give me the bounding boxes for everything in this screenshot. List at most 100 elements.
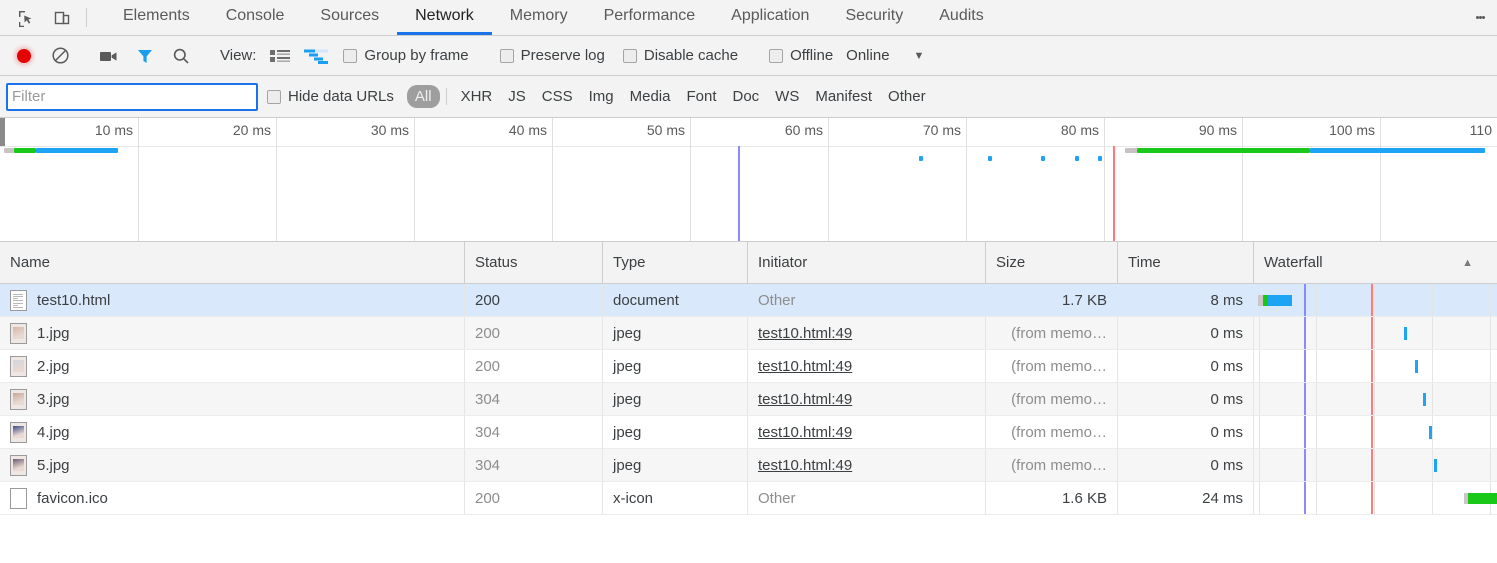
preserve-log-checkbox[interactable]: Preserve log (499, 47, 605, 64)
cell-initiator[interactable]: test10.html:49 (748, 350, 986, 382)
filter-type-doc[interactable]: Doc (732, 88, 760, 105)
overview-gridline (690, 118, 691, 241)
request-name: 4.jpg (37, 423, 70, 441)
cell-size: (from memo… (986, 449, 1118, 481)
overview-tick-label: 20 ms (232, 122, 271, 138)
inspect-cursor-icon[interactable] (8, 0, 44, 35)
disable-cache-box[interactable] (622, 48, 637, 63)
clear-button-icon[interactable] (42, 42, 78, 70)
offline-box[interactable] (769, 48, 784, 63)
column-header-name[interactable]: Name (0, 242, 465, 283)
initiator-link[interactable]: test10.html:49 (758, 456, 853, 474)
cell-waterfall (1254, 350, 1497, 382)
filter-input[interactable] (6, 82, 258, 111)
initiator-link[interactable]: test10.html:49 (758, 357, 853, 375)
group-by-frame-box[interactable] (343, 48, 358, 63)
waterfall-gridline (1259, 449, 1260, 481)
cell-initiator[interactable]: test10.html:49 (748, 317, 986, 349)
chevron-down-icon[interactable]: ▼ (913, 49, 925, 62)
cell-status: 304 (465, 383, 603, 415)
disable-cache-label: Disable cache (643, 47, 739, 64)
cell-time: 0 ms (1118, 383, 1254, 415)
tab-security[interactable]: Security (845, 7, 904, 24)
image-thumbnail-icon (10, 454, 27, 476)
tab-application[interactable]: Application (731, 7, 810, 24)
waterfall-gridline (1374, 317, 1375, 349)
column-header-status[interactable]: Status (465, 242, 603, 283)
disable-cache-checkbox[interactable]: Disable cache (622, 47, 739, 64)
filter-type-img[interactable]: Img (588, 88, 614, 105)
filter-type-media[interactable]: Media (629, 88, 671, 105)
column-header-type[interactable]: Type (603, 242, 748, 283)
filter-type-css[interactable]: CSS (541, 88, 573, 105)
initiator-link[interactable]: test10.html:49 (758, 324, 853, 342)
kebab-menu-icon[interactable] (1463, 15, 1497, 21)
cell-initiator[interactable]: test10.html:49 (748, 449, 986, 481)
request-name: 5.jpg (37, 456, 70, 474)
filter-type-xhr[interactable]: XHR (460, 88, 493, 105)
waterfall-gridline (1490, 383, 1491, 415)
cell-type: jpeg (603, 449, 748, 481)
tab-elements[interactable]: Elements (123, 7, 190, 24)
tab-console[interactable]: Console (225, 7, 285, 24)
overview-request-dot (988, 156, 992, 161)
column-header-size[interactable]: Size (986, 242, 1118, 283)
device-toolbar-icon[interactable] (44, 0, 80, 35)
waterfall-bar-segment (1258, 295, 1263, 306)
overview-left-handle[interactable] (0, 118, 5, 146)
record-button-icon[interactable] (6, 42, 42, 70)
tab-performance[interactable]: Performance (603, 7, 696, 24)
waterfall-bar-segment (1268, 295, 1292, 306)
request-name: 3.jpg (37, 390, 70, 408)
filter-type-font[interactable]: Font (686, 88, 717, 105)
column-header-time[interactable]: Time (1118, 242, 1254, 283)
overview-tick-label: 40 ms (508, 122, 547, 138)
camera-icon[interactable] (91, 42, 127, 70)
initiator-link[interactable]: test10.html:49 (758, 423, 853, 441)
cell-initiator[interactable]: test10.html:49 (748, 416, 986, 448)
column-header-initiator[interactable]: Initiator (748, 242, 986, 283)
overview-tick-label: 110 (1469, 122, 1492, 138)
load-event-marker (1371, 482, 1373, 514)
waterfall-bar-segment (1468, 493, 1497, 504)
group-by-frame-checkbox[interactable]: Group by frame (343, 47, 469, 64)
cell-initiator[interactable]: test10.html:49 (748, 383, 986, 415)
load-event-marker (1371, 350, 1373, 382)
tab-network[interactable]: Network (397, 0, 492, 35)
waterfall-bar-segment (1464, 493, 1468, 504)
column-header-waterfall[interactable]: Waterfall▲ (1254, 242, 1497, 283)
search-icon[interactable] (163, 42, 199, 70)
offline-checkbox[interactable]: Offline (769, 47, 833, 64)
cell-status: 200 (465, 482, 603, 514)
list-view-icon[interactable] (262, 42, 298, 70)
tab-sources[interactable]: Sources (320, 7, 380, 24)
filter-type-manifest[interactable]: Manifest (815, 88, 873, 105)
filter-type-js[interactable]: JS (508, 88, 526, 105)
filter-funnel-icon[interactable] (127, 42, 163, 70)
initiator-link[interactable]: test10.html:49 (758, 390, 853, 408)
tab-audits[interactable]: Audits (939, 7, 984, 24)
filter-type-other[interactable]: Other (888, 88, 926, 105)
waterfall-gridline (1432, 317, 1433, 349)
cell-type: jpeg (603, 317, 748, 349)
hide-data-urls-box[interactable] (267, 89, 281, 104)
cell-waterfall (1254, 284, 1497, 316)
sort-ascending-icon[interactable]: ▲ (1462, 256, 1473, 269)
request-name: 1.jpg (37, 324, 70, 342)
waterfall-view-icon[interactable] (298, 42, 334, 70)
filter-type-ws[interactable]: WS (775, 88, 800, 105)
tab-memory[interactable]: Memory (509, 7, 568, 24)
hide-data-urls-checkbox[interactable]: Hide data URLs (267, 88, 394, 105)
preserve-log-box[interactable] (499, 48, 514, 63)
filter-type-all[interactable]: All (406, 85, 440, 108)
throttling-value[interactable]: Online (846, 47, 890, 64)
